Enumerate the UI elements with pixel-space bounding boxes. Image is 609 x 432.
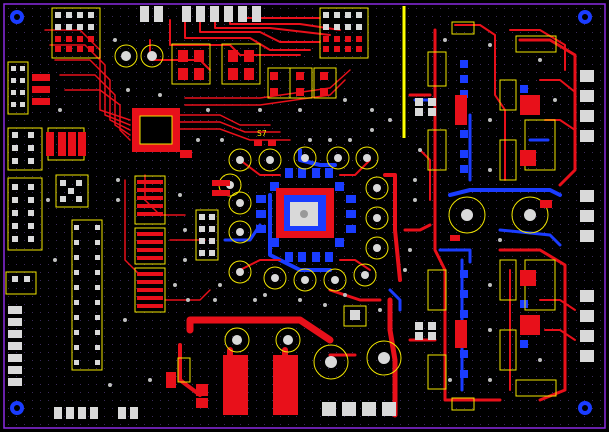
long-dip-socket bbox=[71, 219, 103, 371]
edge-connector-top bbox=[140, 6, 261, 22]
vias bbox=[46, 38, 557, 387]
header-top-right bbox=[319, 7, 369, 59]
top-copper-layer bbox=[44, 17, 577, 418]
dip8-left bbox=[46, 127, 86, 161]
smd-near-label bbox=[180, 140, 276, 196]
bottom-pads bbox=[256, 60, 528, 378]
electrolytic-caps-top bbox=[114, 44, 164, 68]
pad-block-center-left bbox=[195, 209, 219, 261]
components: S7 bbox=[5, 6, 594, 419]
top-copper-wide bbox=[223, 95, 540, 415]
edge-connector-left bbox=[5, 271, 37, 386]
header-top-left bbox=[51, 7, 101, 59]
edge-connector-bottom bbox=[322, 402, 396, 416]
central-qfn-chip bbox=[276, 188, 334, 238]
small-square-component bbox=[343, 305, 367, 327]
resistor-blocks-top bbox=[171, 43, 337, 99]
right-amplifier bbox=[427, 21, 557, 411]
silkscreen-label: S7 bbox=[257, 129, 267, 138]
left-header bbox=[7, 127, 43, 251]
mcu-tqfp bbox=[132, 108, 180, 152]
edge-connector-bottom-left bbox=[54, 407, 138, 419]
pad-column-mid-right bbox=[415, 98, 436, 340]
edge-connector-right bbox=[580, 70, 594, 362]
power-caps-bottom bbox=[224, 327, 402, 380]
soic-chips bbox=[134, 175, 166, 313]
left-smd-array bbox=[7, 61, 50, 115]
small-socket bbox=[55, 174, 89, 208]
mounting-holes bbox=[10, 10, 592, 415]
small-smd-bottom bbox=[166, 357, 208, 408]
